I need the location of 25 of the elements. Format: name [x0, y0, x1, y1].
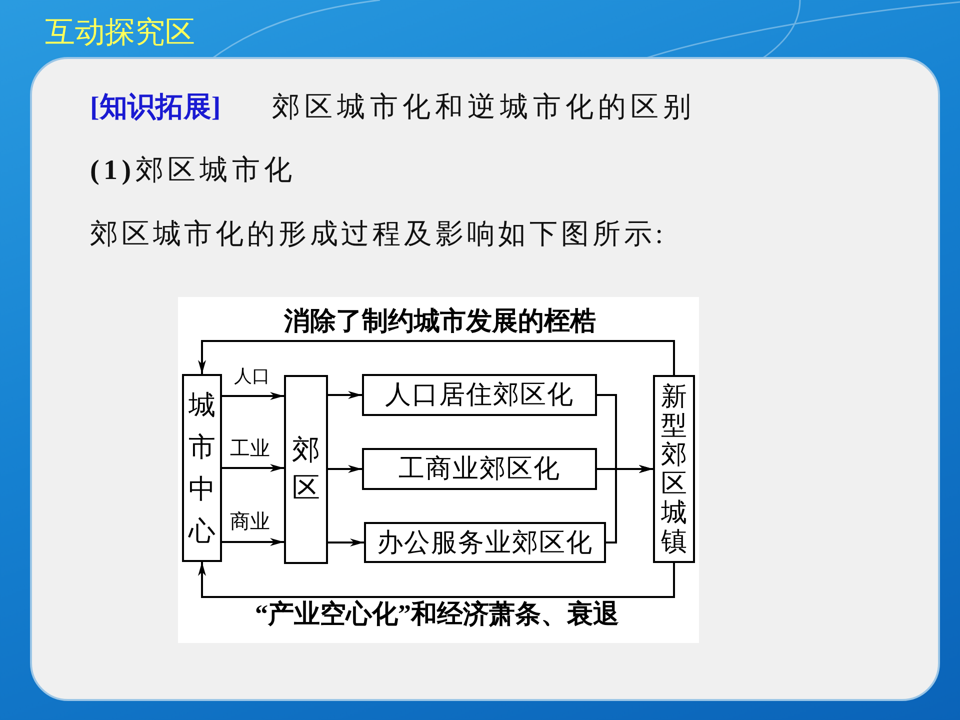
arrow [198, 562, 675, 598]
edge-label: 消除了制约城市发展的桎梏 [284, 308, 596, 336]
edge-label: 人口 [234, 367, 270, 387]
heading-text: 郊区城市化和逆城市化的区别 [272, 91, 696, 125]
arrow [198, 340, 675, 375]
process-box: 城市中心 [182, 374, 222, 562]
slide-heading: 互动探究区 [45, 15, 195, 51]
arrow [328, 391, 362, 399]
arrow [328, 465, 362, 473]
process-box: 办公服务业郊区化 [364, 522, 606, 563]
process-box: 人口居住郊区化 [362, 374, 597, 416]
arrow [222, 538, 284, 546]
arrow [222, 392, 284, 400]
process-box: 郊区 [284, 375, 328, 564]
edge-label: “产业空心化”和经济萧条、衰退 [255, 600, 619, 630]
subheading-text: (1)郊区城市化 [90, 154, 296, 188]
process-box: 工商业郊区化 [362, 448, 597, 490]
process-box: 新型郊区城镇 [653, 375, 695, 563]
section-tag: [知识拓展] [90, 90, 221, 126]
arrow [222, 464, 284, 472]
body-text: 郊区城市化的形成过程及影响如下图所示: [90, 218, 666, 252]
arrow [606, 465, 653, 544]
arrow [328, 538, 364, 546]
edge-label: 工业 [230, 438, 270, 460]
edge-label: 商业 [230, 511, 270, 533]
